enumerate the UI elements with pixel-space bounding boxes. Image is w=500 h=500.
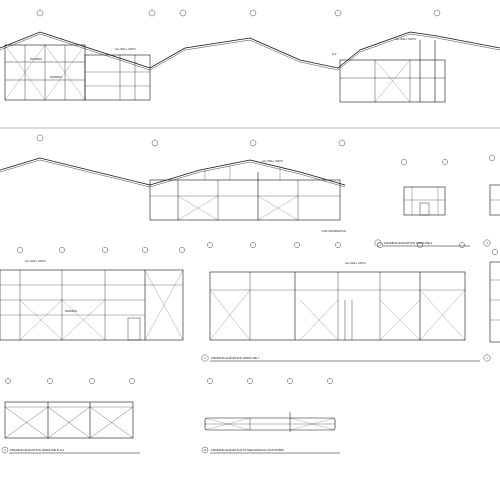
wall-note: ALL WALL UNITS <box>345 261 366 265</box>
panel-label: FRAMING <box>65 309 77 313</box>
wall-note: ALL WALL UNITS <box>395 37 416 41</box>
title-number: 10 <box>204 449 207 452</box>
title-text: FRAMING ELEVATION GRIDLINE 1 <box>384 241 433 245</box>
small-elevation-1 <box>401 159 448 216</box>
stud-wall-center <box>84 54 151 101</box>
title-number: 1 <box>377 242 379 245</box>
title-text: FRAMING ELEVATION GRIDLINE B & A <box>10 448 64 452</box>
title-number: 6 <box>204 357 206 360</box>
wall-note: ALL WALL UNITS <box>115 47 136 51</box>
elevation-title-6: 6 FRAMING ELEVATION GRIDLINE 7 <box>201 354 480 362</box>
grid-bubbles-row-1 <box>36 9 441 17</box>
bottom-note: FOR INFORMATION <box>322 229 346 233</box>
elevation-title-1: 1 FRAMING ELEVATION GRIDLINE 1 <box>374 239 470 247</box>
roof-line-row-1 <box>0 31 500 69</box>
elevation-row-3: FRAMING ALL WALL UNITS ALL WALL UNITS <box>0 242 500 362</box>
wall-note: ALL WALL UNITS <box>262 159 283 163</box>
elevation-row-4: 9 FRAMING ELEVATION GRIDLINE B & A 10 FR… <box>1 378 340 454</box>
elevation-title-7: 7 <box>483 354 491 362</box>
long-elevation-right <box>209 271 466 341</box>
title-number: 4 <box>486 242 488 245</box>
grid-bubbles-row-2 <box>36 134 346 147</box>
bracing-elevation-9 <box>4 401 134 439</box>
height-mark: 8'-1" <box>332 52 337 56</box>
frame-block-row-2 <box>149 166 341 221</box>
wall-note: ALL WALL UNITS <box>25 259 46 263</box>
title-text: FRAMING ELEVATION GRIDLINE 7 <box>211 356 260 360</box>
grid-bubbles-row-4 <box>5 378 333 384</box>
frame-block-left: FRAMING FRAMING <box>4 44 86 101</box>
panel-label: FRAMING <box>50 75 62 79</box>
elevation-title-10: 10 FRAMING ELEVATION AT MECHANICAL PLATF… <box>201 446 340 454</box>
panel-label: FRAMING <box>30 57 42 61</box>
platform-elevation-10 <box>204 412 336 432</box>
elevation-row-1: FRAMING FRAMING ALL WALL UNITS 8'-1" ALL… <box>0 9 500 103</box>
title-number: 9 <box>4 449 6 452</box>
elevation-row-2: ALL WALL UNITS FOR INFORMATION 1 FRAMING… <box>0 134 500 247</box>
roof-line-row-2 <box>0 157 346 186</box>
elevation-title-9: 9 FRAMING ELEVATION GRIDLINE B & A <box>1 446 140 454</box>
title-number: 7 <box>486 357 488 360</box>
small-elevation-7 <box>489 249 500 343</box>
elevation-title-4: 4 <box>483 239 491 247</box>
small-elevation-4 <box>489 155 500 216</box>
title-text: FRAMING ELEVATION AT MECHANICAL PLATFORM <box>211 448 284 452</box>
frame-block-right <box>339 40 446 103</box>
grid-bubbles-row-3 <box>17 242 465 253</box>
long-elevation-left: FRAMING <box>0 269 184 341</box>
